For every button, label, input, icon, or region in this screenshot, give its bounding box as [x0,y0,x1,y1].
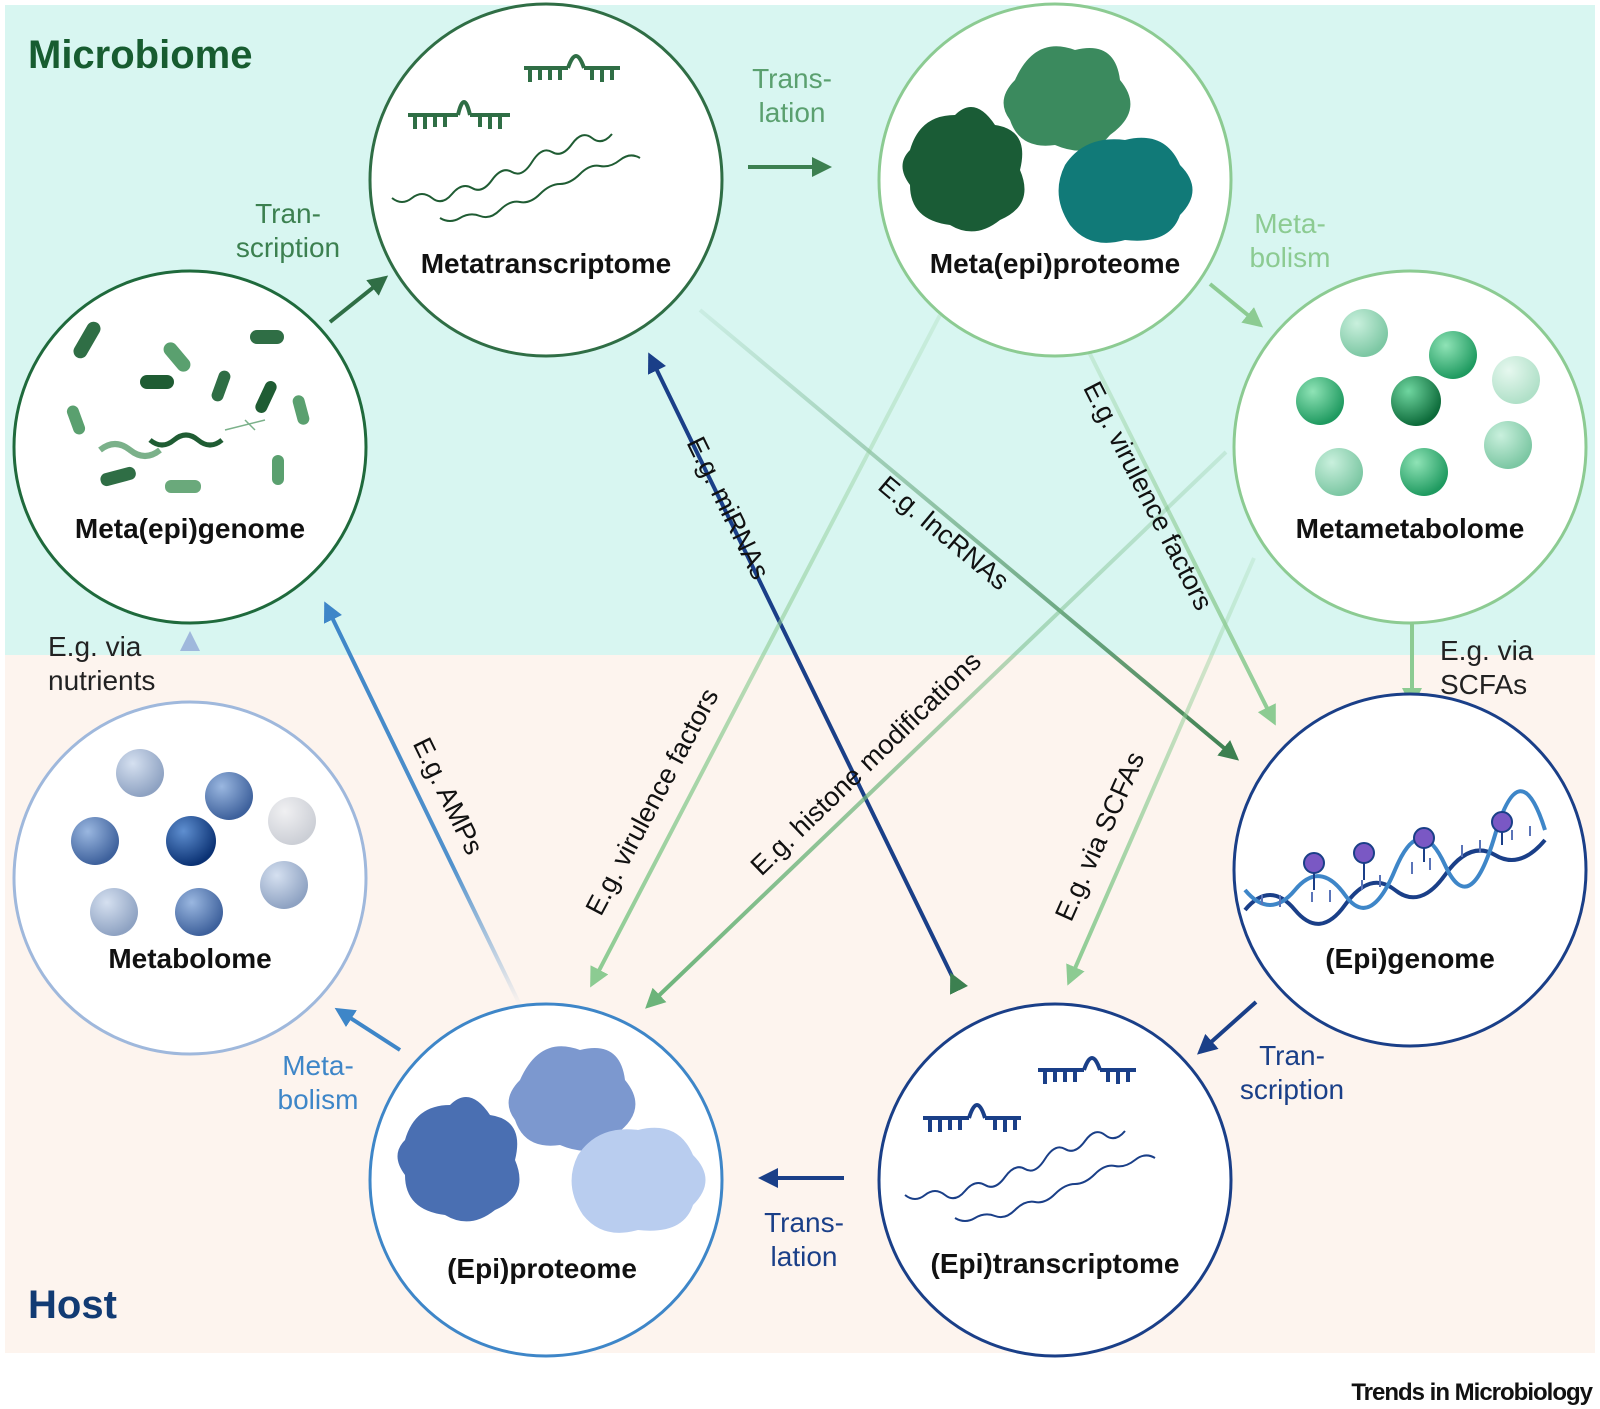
bacteria-icon [66,321,310,493]
microbe-metabolism-label-2: bolism [1250,242,1331,273]
metametabolome-node: Metametabolome [1232,269,1588,625]
metabolome-node: Metabolome [12,700,368,1056]
scfa-diag-arrow [1066,557,1256,986]
microbe-transcription-label-1: Tran- [255,198,321,229]
host-protein-icon [397,1046,706,1233]
via-nutrients-label-2: nutrients [48,665,155,696]
microbe-metabolism-label-1: Meta- [1254,208,1326,239]
meta-epi-genome-label: Meta(epi)genome [75,513,305,544]
host-transcription-arrow [1197,1000,1258,1055]
via-nutrients-label-1: E.g. via [48,631,142,662]
metatranscriptome-node: Metatranscriptome [368,2,724,358]
mirnas-arrow [648,352,968,995]
metametabolome-label: Metametabolome [1296,513,1525,544]
rna-icon [408,54,620,129]
epi-transcriptome-label: (Epi)transcriptome [931,1248,1180,1279]
host-mrna-strand-icon-2 [954,1154,1156,1222]
epi-genome-label: (Epi)genome [1325,943,1495,974]
lncrnas-arrow [698,308,1240,761]
journal-credit: Trends in Microbiology [1351,1379,1593,1406]
metabolome-label: Metabolome [108,943,271,974]
microbiome-title: Microbiome [28,33,252,77]
host-rna-icon [923,1056,1136,1132]
epi-proteome-label: (Epi)proteome [447,1253,637,1284]
microbe-metabolism-arrow [1208,282,1264,328]
epi-genome-node: (Epi)genome [1232,692,1588,1048]
microbe-transcription-label-2: scription [236,232,340,263]
meta-epi-proteome-node: Meta(epi)proteome [877,2,1233,358]
microbe-transcription-arrow [328,275,389,324]
host-translation-label-2: lation [771,1241,838,1272]
via-scfas-label-2: SCFAs [1440,669,1527,700]
host-mrna-strand-icon [904,1130,1126,1200]
host-transcription-label-1: Tran- [1259,1040,1325,1071]
host-metabolism-arrow [334,1007,402,1052]
epi-proteome-node: (Epi)proteome [368,1002,724,1358]
histone-arrow [645,450,1228,1009]
metabolite-balls-icon [1296,309,1540,496]
host-title: Host [28,1283,117,1327]
epi-transcriptome-node: (Epi)transcriptome [877,1002,1233,1358]
mrna-strand-icon-2 [439,154,641,222]
amps-arrow [323,601,522,1006]
protein-icon [902,46,1193,243]
host-metabolism-label-2: bolism [278,1084,359,1115]
meta-epi-genome-node: Meta(epi)genome [12,269,368,625]
metatranscriptome-label: Metatranscriptome [421,248,672,279]
meta-epi-proteome-label: Meta(epi)proteome [930,248,1180,279]
virulence-right-arrow [1071,319,1276,726]
host-transcription-label-2: scription [1240,1074,1344,1105]
microbe-translation-label-2: lation [759,97,826,128]
methylation-marks-icon [1303,811,1513,890]
virulence-left-arrow [590,314,942,988]
host-translation-label-1: Trans- [764,1207,844,1238]
host-metabolite-balls-icon [71,749,316,936]
via-scfas-label-1: E.g. via [1440,635,1534,666]
mrna-strand-icon [391,133,613,203]
host-metabolism-label-1: Meta- [282,1050,354,1081]
microbe-translation-label-1: Trans- [752,63,832,94]
